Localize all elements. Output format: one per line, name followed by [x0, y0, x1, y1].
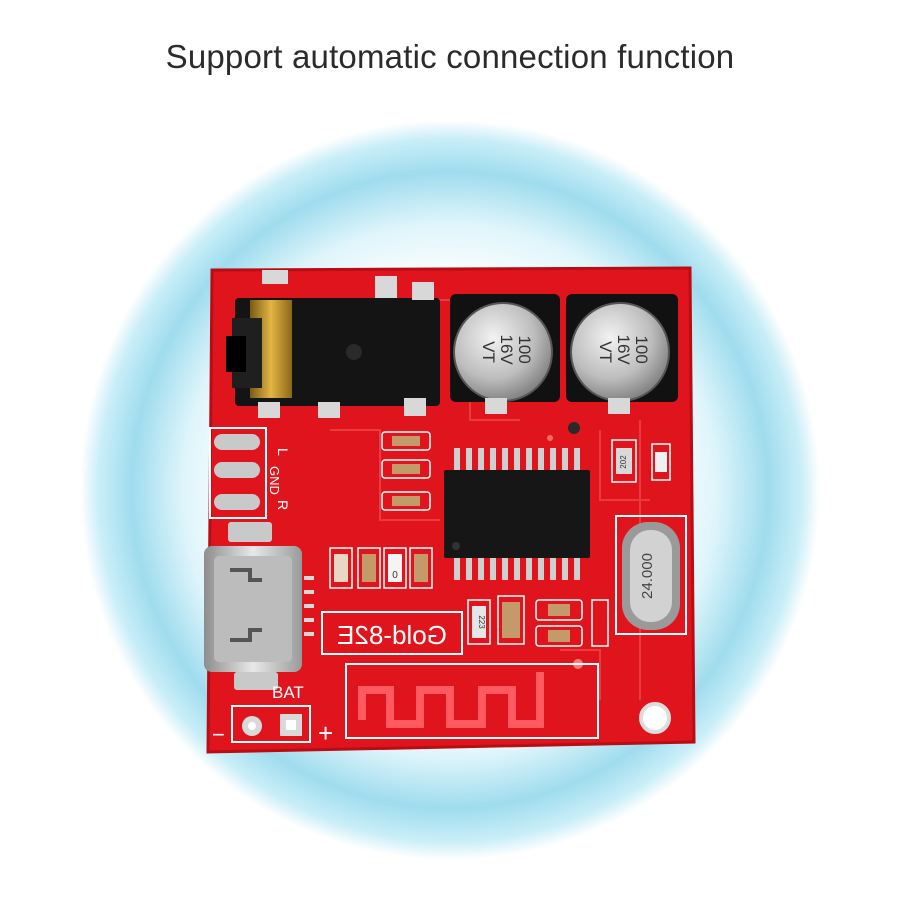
smd-resistors-middle: 0 [329, 547, 433, 589]
main-chip [444, 448, 590, 580]
capacitor-1-label: 100 16V VT [479, 335, 534, 370]
capacitor-1: 100 16V VT [450, 294, 560, 414]
battery-label: BAT [272, 683, 304, 702]
capacitor-2: 100 16V VT [566, 294, 678, 414]
model-marking: Gold-82E [337, 620, 447, 650]
headline: Support automatic connection function [165, 38, 735, 75]
capacitor-2-label: 100 16V VT [596, 335, 651, 370]
smd-resistors-left [381, 431, 431, 511]
audio-out-pads: L GND R [209, 427, 291, 519]
audio-jack [226, 270, 440, 418]
smd-parts-lower: 223 [467, 595, 609, 669]
minus-label: − [212, 722, 225, 747]
pin-label-l: L [275, 448, 291, 456]
crystal-oscillator: 24.000 [615, 515, 687, 635]
pin-label-gnd: GND [267, 466, 282, 495]
pin-label-r: R [275, 500, 291, 510]
micro-usb-port [204, 522, 314, 690]
mounting-hole [639, 702, 671, 734]
battery-pads: BAT − + [212, 683, 333, 748]
plus-label: + [318, 718, 333, 748]
resistor-marking-202: 202 [619, 455, 628, 469]
resistor-marking-0: 0 [392, 570, 398, 581]
resistor-marking-223: 223 [477, 615, 486, 629]
model-marking-box: Gold-82E [321, 611, 463, 655]
crystal-marking: 24.000 [639, 553, 656, 599]
pcb-board: 100 16V VT 100 16V VT L GND R [204, 266, 696, 754]
pcb-antenna [345, 663, 599, 739]
smd-parts-right: 202 [547, 422, 671, 483]
